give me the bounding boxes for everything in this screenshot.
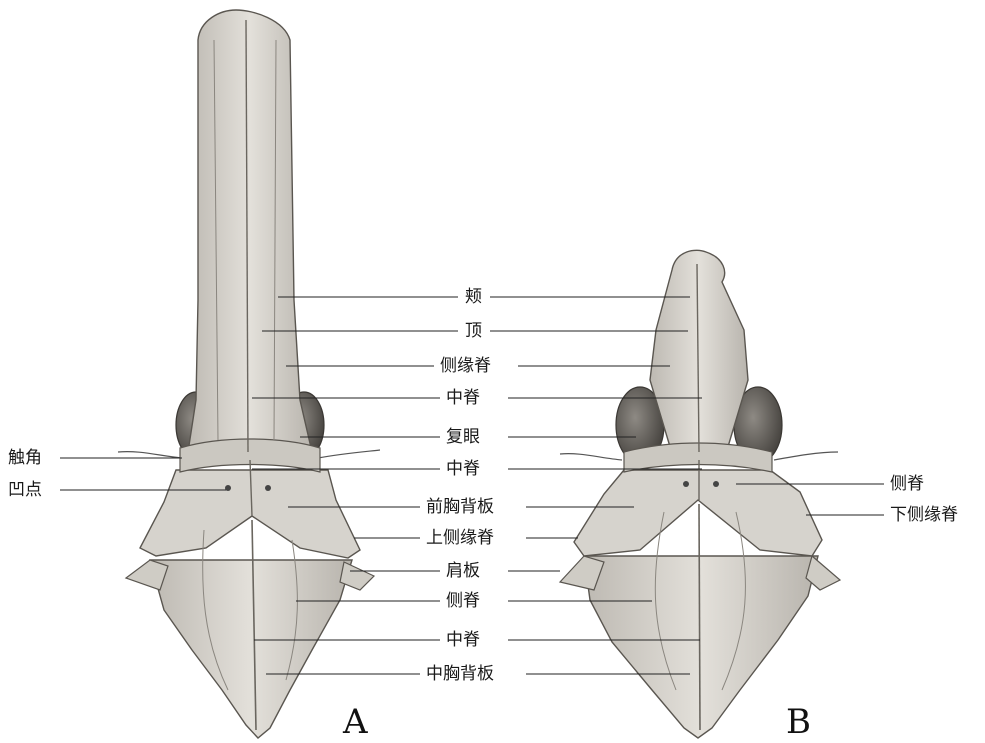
label-antenna: 触角	[6, 448, 44, 468]
label-cheek: 颊	[463, 287, 484, 307]
label-median-ridge-2: 中脊	[444, 459, 482, 479]
antenna-b-right	[774, 452, 838, 460]
label-pit: 凹点	[6, 480, 44, 500]
mesonotum-a	[150, 560, 352, 738]
neck-band-b	[624, 443, 772, 472]
scapula-a-right	[340, 562, 374, 590]
label-compound-eye: 复眼	[444, 427, 482, 447]
antenna-a-left	[118, 452, 182, 458]
scapula-a-left	[126, 560, 168, 590]
specimen-a	[118, 10, 380, 738]
label-pronotum: 前胸背板	[424, 497, 496, 517]
label-median-ridge-1: 中脊	[444, 388, 482, 408]
pronotum-b	[574, 470, 822, 556]
label-lateral-margin-ridge: 侧缘脊	[438, 356, 493, 376]
label-mesonotum: 中胸背板	[424, 664, 496, 684]
panel-letter-b: B	[786, 704, 811, 740]
pit-a-right	[265, 485, 271, 491]
label-median-ridge-3: 中脊	[444, 630, 482, 650]
antenna-b-left	[560, 454, 622, 460]
panel-letter-a: A	[343, 704, 368, 740]
median-ridge-b-mesonotum	[699, 504, 700, 730]
label-upper-lateral-margin-ridge: 上侧缘脊	[424, 528, 496, 548]
mesonotum-b	[584, 556, 818, 738]
pit-b-left	[683, 481, 689, 487]
label-lateral-ridge-right: 侧脊	[888, 474, 926, 494]
label-lateral-ridge: 侧脊	[444, 591, 482, 611]
label-scapula: 肩板	[444, 561, 482, 581]
specimen-b	[560, 250, 840, 738]
label-lower-lateral-margin-ridge: 下侧缘脊	[888, 505, 960, 525]
pit-b-right	[713, 481, 719, 487]
antenna-a-right	[318, 450, 380, 458]
head-rostrum-a	[188, 10, 312, 452]
label-vertex: 顶	[463, 321, 484, 341]
pronotum-a	[140, 470, 360, 558]
